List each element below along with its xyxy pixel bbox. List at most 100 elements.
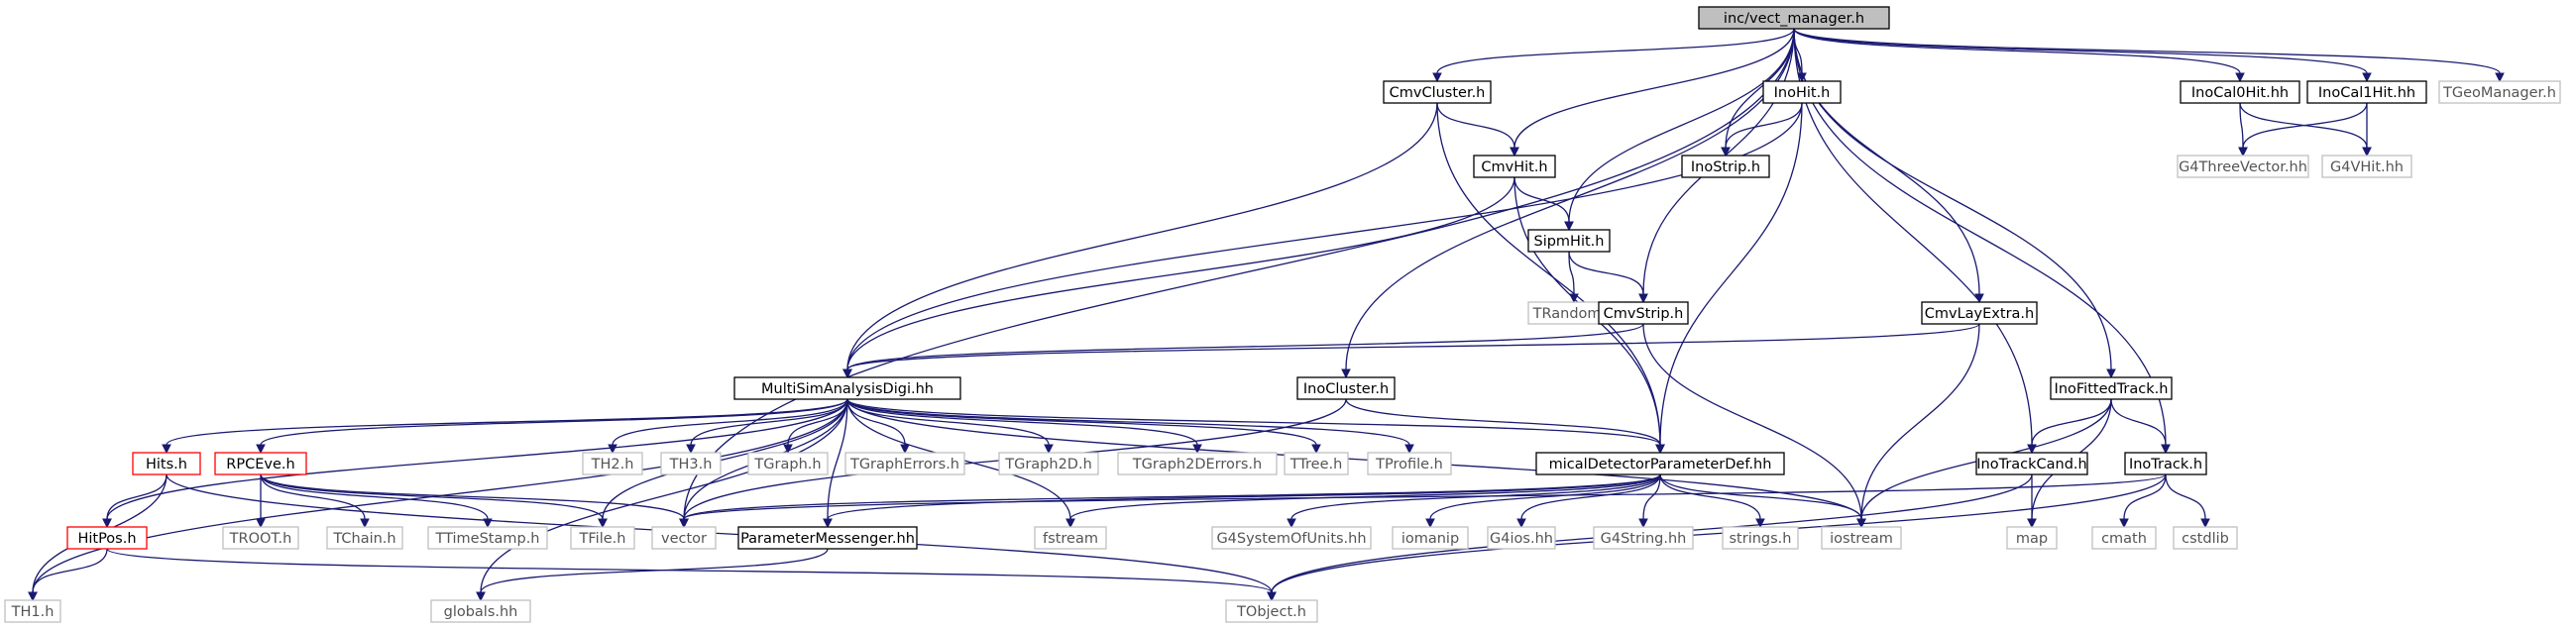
node-inotrack[interactable]: InoTrack.h	[2124, 452, 2207, 475]
node-box	[1473, 155, 1556, 178]
node-box	[2091, 526, 2157, 550]
arrowhead-map	[2027, 518, 2037, 529]
node-label: CmvCluster.h	[1390, 85, 1486, 101]
edge-cmvcluster-to-msad	[846, 102, 1438, 370]
edge-inofitted-to-inotrack	[2110, 398, 2167, 446]
node-rpceve[interactable]: RPCEve.h	[214, 452, 307, 475]
node-tgrapherr: TGraphErrors.h	[844, 452, 965, 475]
node-box	[1367, 452, 1452, 475]
edge-mical-to-vector	[683, 473, 1661, 520]
node-cstdlib: cstdlib	[2173, 526, 2238, 550]
node-sipmhit[interactable]: SipmHit.h	[1527, 229, 1611, 253]
node-box	[326, 526, 403, 550]
node-label: vector	[661, 531, 707, 547]
arrowhead-msad	[842, 368, 852, 379]
node-mical[interactable]: micalDetectorParameterDef.hh	[1535, 452, 1785, 475]
edge-inocal0-to-g4three	[2239, 102, 2244, 149]
node-label: fstream	[1043, 531, 1098, 547]
node-g4ios: G4ios.hh	[1487, 526, 1556, 550]
arrowhead-rpceve	[256, 444, 266, 455]
edge-msad-to-tfile	[602, 398, 848, 520]
edge-inohit-to-inostrip	[1725, 102, 1803, 149]
node-label: ParameterMessenger.hh	[740, 531, 915, 547]
node-box	[582, 452, 643, 475]
node-inocluster[interactable]: InoCluster.h	[1296, 376, 1396, 400]
arrowhead-cmath	[2119, 518, 2129, 529]
node-g4three: G4ThreeVector.hh	[2177, 155, 2309, 178]
arrowhead-hits	[162, 444, 171, 455]
node-box	[214, 452, 307, 475]
node-box	[1296, 376, 1396, 400]
node-inocal1[interactable]: InoCal1Hit.hh	[2306, 80, 2427, 104]
arrowhead-tchain	[360, 518, 370, 529]
node-label: TProfile.h	[1375, 457, 1443, 472]
node-vect[interactable]: inc/vect_manager.h	[1698, 6, 1890, 30]
node-cmvcluster[interactable]: CmvCluster.h	[1383, 80, 1492, 104]
node-box	[1821, 526, 1902, 550]
node-inofitted[interactable]: InoFittedTrack.h	[2050, 376, 2173, 400]
node-label: G4String.hh	[1601, 531, 1687, 547]
arrowhead-tgeo	[2495, 72, 2505, 83]
node-label: InoCal0Hit.hh	[2191, 85, 2289, 101]
arrowhead-th2	[608, 444, 617, 455]
edge-cmvcluster-to-mical	[1436, 102, 1661, 446]
edge-cmvhit-to-sipmhit	[1513, 176, 1570, 223]
node-cmvhit[interactable]: CmvHit.h	[1473, 155, 1556, 178]
node-label: G4ThreeVector.hh	[2179, 159, 2307, 175]
node-box	[2124, 452, 2207, 475]
arrowhead-vector	[679, 518, 689, 529]
edge-cmvlay-to-iostream	[1860, 323, 1980, 520]
node-iomanip: iomanip	[1392, 526, 1469, 550]
edge-rpceve-to-tchain	[260, 473, 366, 520]
node-inocal0[interactable]: InoCal0Hit.hh	[2180, 80, 2300, 104]
edge-vect-to-tgeo	[1793, 28, 2501, 74]
node-msad[interactable]: MultiSimAnalysisDigi.hh	[733, 376, 961, 400]
node-cmvstrip[interactable]: CmvStrip.h	[1598, 301, 1689, 325]
arrowhead-inocal1	[2362, 72, 2372, 83]
edge-msad-to-hits	[166, 398, 848, 446]
edge-mical-to-stringsh	[1659, 473, 1761, 520]
edge-vect-to-vector	[683, 28, 1795, 520]
node-inohit[interactable]: InoHit.h	[1762, 80, 1842, 104]
node-trandom: TRandom.h	[1527, 301, 1621, 325]
edge-cmvcluster-to-cmvhit	[1436, 102, 1515, 149]
node-label: TGraph2D.h	[1004, 457, 1092, 472]
node-label: inc/vect_manager.h	[1724, 11, 1864, 27]
node-hitpos[interactable]: HitPos.h	[66, 526, 148, 550]
edge-rpceve-to-ttimestamp	[260, 473, 489, 520]
node-tgeo: TGeoManager.h	[2438, 80, 2561, 104]
arrowhead-th1	[28, 591, 38, 602]
node-box	[1975, 452, 2088, 475]
edge-inotrack-to-vector	[683, 473, 2167, 520]
edge-rpceve-to-vector	[260, 473, 685, 520]
arrowhead-ttimestamp	[483, 518, 493, 529]
node-box	[1487, 526, 1556, 550]
edge-inohit-to-mical	[1659, 102, 1803, 446]
node-box	[1211, 526, 1372, 550]
node-box	[660, 452, 722, 475]
node-parammsg[interactable]: ParameterMessenger.hh	[737, 526, 918, 550]
node-th3: TH3.h	[660, 452, 722, 475]
edge-inohit-to-msad	[846, 102, 1803, 370]
edge-mical-to-iostream	[1659, 473, 1862, 520]
node-label: TH1.h	[11, 604, 55, 620]
node-inotrackcand[interactable]: InoTrackCand.h	[1975, 452, 2088, 475]
node-stringsh: strings.h	[1722, 526, 1799, 550]
arrowhead-g4three	[2238, 147, 2248, 157]
node-inostrip[interactable]: InoStrip.h	[1681, 155, 1770, 178]
edge-inotrack-to-cstdlib	[2165, 473, 2206, 520]
node-label: MultiSimAnalysisDigi.hh	[761, 381, 934, 397]
edge-mical-to-g4ios	[1520, 473, 1661, 520]
arrowhead-cmvcluster	[1432, 72, 1442, 83]
arrowhead-sipmhit	[1564, 221, 1574, 232]
node-box	[1034, 526, 1107, 550]
node-cmvlay[interactable]: CmvLayExtra.h	[1921, 301, 2038, 325]
node-label: Hits.h	[146, 457, 187, 472]
arrowhead-g4vhit	[2362, 147, 2372, 157]
arrowhead-inofitted	[2106, 368, 2116, 379]
node-label: TTimeStamp.h	[435, 531, 540, 547]
node-hits[interactable]: Hits.h	[132, 452, 201, 475]
node-label: TRandom.h	[1532, 306, 1616, 322]
node-label: iostream	[1830, 531, 1893, 547]
edge-hitpos-to-tobject	[106, 548, 1273, 593]
